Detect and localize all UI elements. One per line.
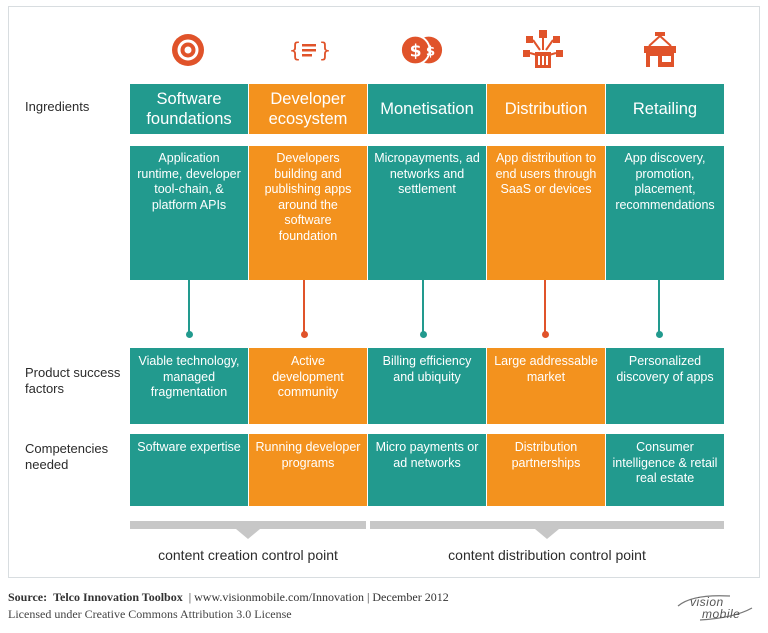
logo-line-1: vision (690, 595, 724, 609)
success-distribution: Large addressable market (487, 348, 605, 424)
competency-monetisation: Micro payments or ad networks (368, 434, 486, 506)
competency-retailing: Consumer intelligence & retail real esta… (606, 434, 724, 506)
connector-dot (541, 331, 549, 338)
creation-bracket-arrow (236, 529, 260, 539)
svg-text:$: $ (410, 42, 422, 62)
connector-dot (300, 331, 308, 338)
distribution-control-point-label: content distribution control point (448, 547, 646, 563)
footer-license: Licensed under Creative Commons Attribut… (8, 607, 292, 621)
logo-line-2: mobile (702, 607, 741, 621)
connector-dot (655, 331, 663, 338)
header-retailing: Retailing (606, 84, 724, 134)
row-label-competencies: Competencies needed (25, 441, 109, 472)
svg-text:{: { (289, 38, 301, 62)
connector-line (658, 280, 660, 335)
connector-line (188, 280, 190, 335)
coins-icon: $ $ (400, 28, 444, 72)
success-developer-ecosystem: Active development community (249, 348, 367, 424)
distribution-network-icon (521, 28, 565, 72)
target-icon (166, 28, 210, 72)
source-title: Telco Innovation Toolbox (53, 590, 183, 604)
competency-distribution: Distribution partnerships (487, 434, 605, 506)
header-developer-ecosystem: Developer ecosystem (249, 84, 367, 134)
header-distribution: Distribution (487, 84, 605, 134)
creation-bracket (130, 521, 366, 529)
source-label: Source: (8, 590, 48, 604)
description-retailing: App discovery, promotion, placement, rec… (606, 146, 724, 280)
header-software-foundations: Software foundations (130, 84, 248, 134)
code-braces-icon: { } (287, 28, 331, 72)
connector-line (422, 280, 424, 335)
success-monetisation: Billing efficiency and ubiquity (368, 348, 486, 424)
source-details: | www.visionmobile.com/Innovation | Dece… (188, 590, 449, 604)
competency-software-foundations: Software expertise (130, 434, 248, 506)
success-retailing: Personalized discovery of apps (606, 348, 724, 424)
description-monetisation: Micropayments, ad networks and settlemen… (368, 146, 486, 280)
svg-text:}: } (319, 38, 329, 62)
creation-control-point-label: content creation control point (158, 547, 338, 563)
connector-dot (419, 331, 427, 338)
success-software-foundations: Viable technology, managed fragmentation (130, 348, 248, 424)
competency-developer-ecosystem: Running developer programs (249, 434, 367, 506)
description-software-foundations: Application runtime, developer tool-chai… (130, 146, 248, 280)
row-label-success-factors: Product success factors (25, 365, 121, 396)
connector-line (303, 280, 305, 335)
shop-icon (638, 28, 682, 72)
connector-dot (185, 331, 193, 338)
header-monetisation: Monetisation (368, 84, 486, 134)
svg-text:$: $ (426, 45, 435, 60)
distribution-bracket (370, 521, 724, 529)
footer-source: Source: Telco Innovation Toolbox | www.v… (8, 590, 449, 605)
distribution-bracket-arrow (535, 529, 559, 539)
row-label-ingredients: Ingredients (25, 99, 90, 114)
description-developer-ecosystem: Developers building and publishing apps … (249, 146, 367, 280)
visionmobile-logo: vision mobile (672, 592, 758, 622)
connector-line (544, 280, 546, 335)
description-distribution: App distribution to end users through Sa… (487, 146, 605, 280)
